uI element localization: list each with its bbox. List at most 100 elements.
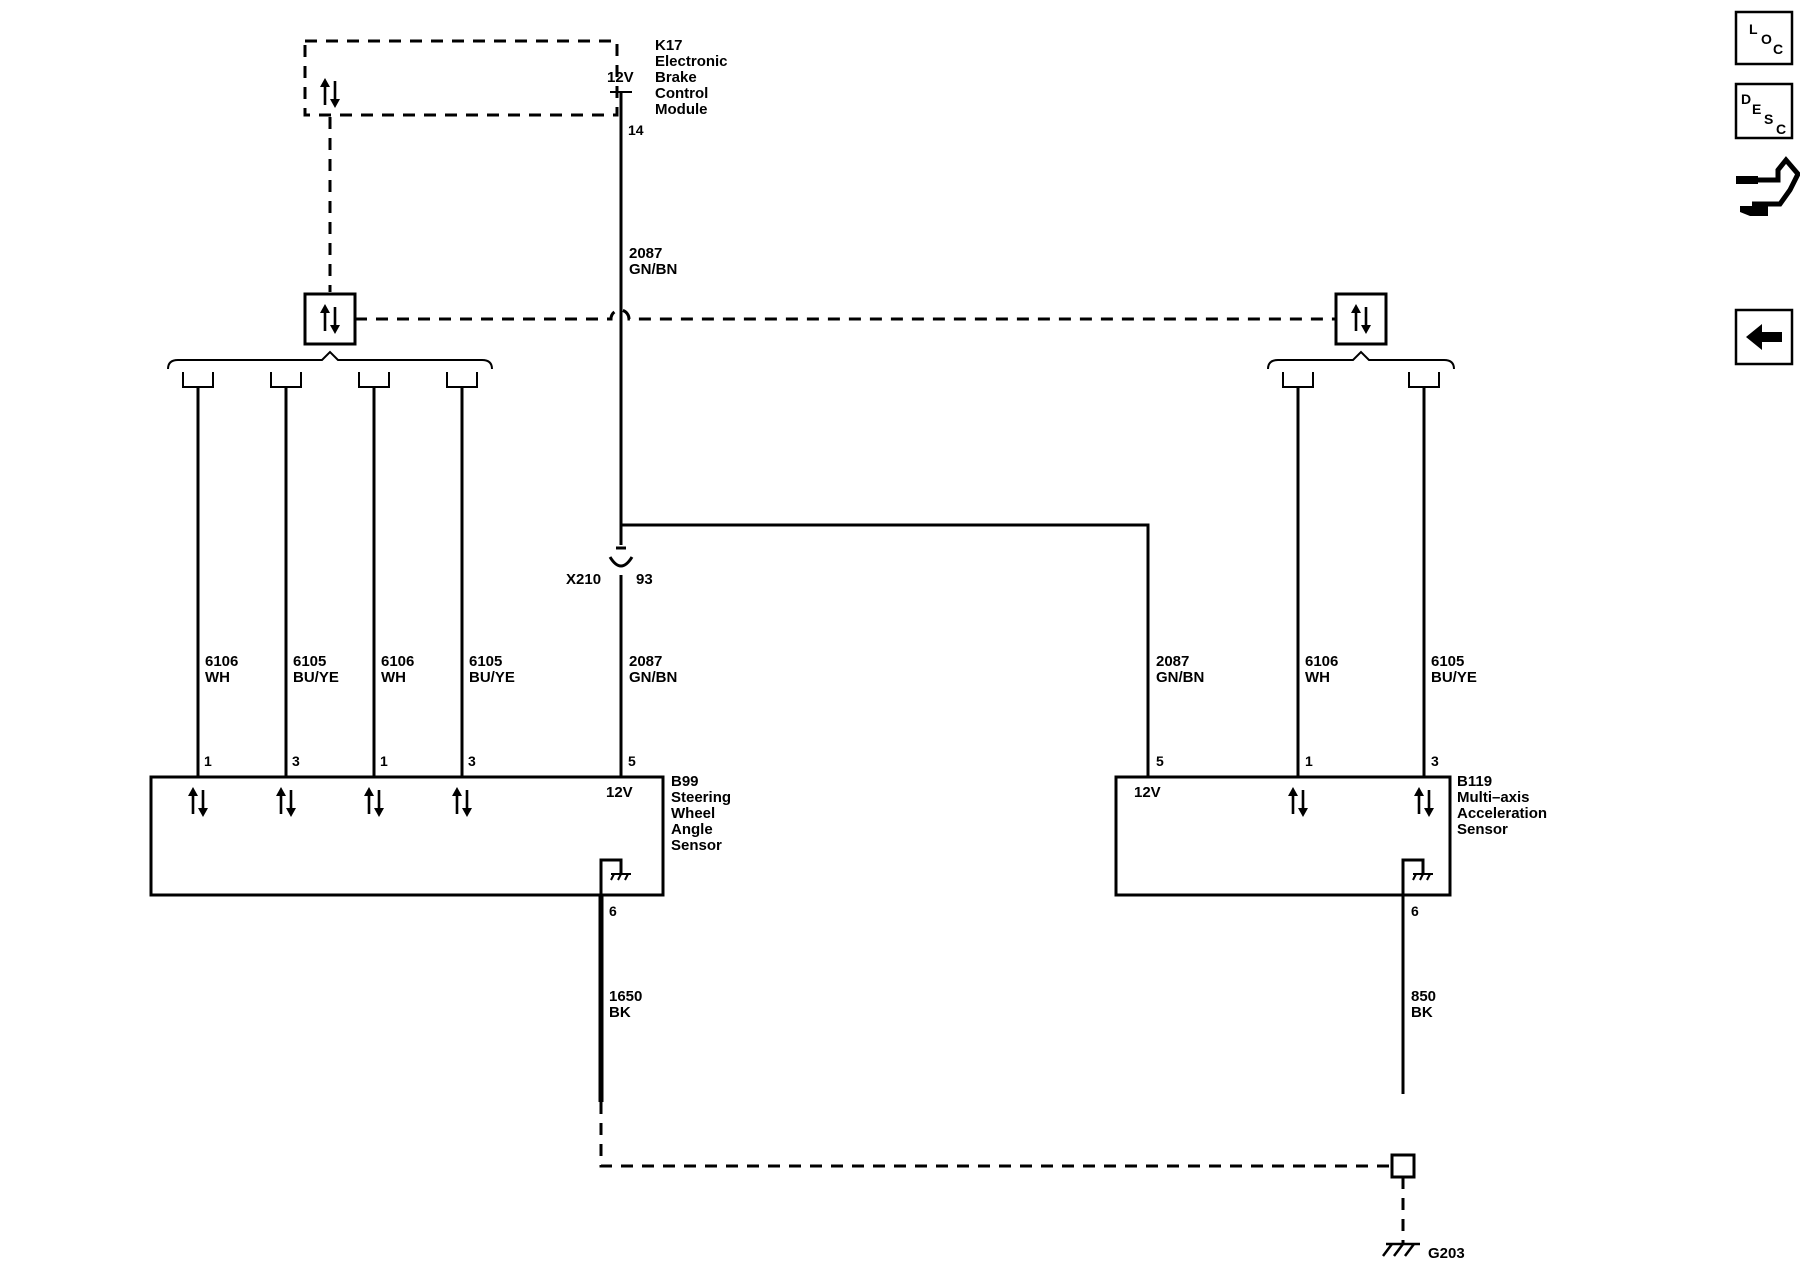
back-arrow-icon — [1746, 324, 1782, 350]
b99-name-line-1: Steering — [671, 789, 731, 806]
wire-label-b99-1-color: WH — [205, 669, 230, 686]
loc-button[interactable]: L O C — [1734, 10, 1794, 66]
serial-brace-left — [167, 350, 493, 370]
wires — [196, 92, 1426, 1244]
k17-supply-label: 12V — [607, 69, 634, 86]
serial-brace-right — [1267, 350, 1455, 370]
wire-label-b99-4-circuit: 6105 — [469, 653, 502, 670]
b99-module-outline — [149, 775, 665, 897]
b99-pin-5: 5 — [628, 753, 636, 769]
desc-letter-2: E — [1752, 101, 1761, 117]
k17-name-line-1: Electronic — [655, 53, 728, 70]
b119-name-line-3: Sensor — [1457, 821, 1508, 838]
connector-socket-icon — [1740, 206, 1768, 216]
connector-x210: X210 93 — [566, 546, 653, 588]
module-b119[interactable]: 5 1 3 6 12V B119 Multi–axis Acceleration… — [1114, 753, 1547, 919]
b119-pin-5: 5 — [1156, 753, 1164, 769]
wire-label-b99-5-circuit: 2087 — [629, 653, 662, 670]
wire-label-b99-2-circuit: 6105 — [293, 653, 326, 670]
b119-name-line-1: Multi–axis — [1457, 789, 1530, 806]
b119-pin-3: 3 — [1431, 753, 1439, 769]
desc-button[interactable]: D E S C — [1734, 82, 1794, 140]
connector-wrench-icon — [1738, 156, 1800, 207]
b99-supply-label: 12V — [606, 784, 633, 801]
wire-label-b119-gnd-circuit: 850 — [1411, 988, 1436, 1005]
wire-label-b119-gnd-color: BK — [1411, 1004, 1433, 1021]
wire-label-b119-5-color: GN/BN — [1156, 669, 1204, 686]
desc-button-frame — [1734, 82, 1794, 140]
wire-labels: 2087 GN/BN 6106 WH 6105 BU/YE 6106 WH 61… — [205, 245, 1477, 1021]
x210-pin: 93 — [636, 571, 653, 588]
cup-4 — [446, 372, 478, 388]
g203-id: G203 — [1428, 1245, 1465, 1262]
k17-name-line-4: Module — [655, 101, 708, 118]
b119-name-line-2: Acceleration — [1457, 805, 1547, 822]
wire-label-b99-gnd-color: BK — [609, 1004, 631, 1021]
wire-label-b119-5-circuit: 2087 — [1156, 653, 1189, 670]
k17-name-line-2: Brake — [655, 69, 697, 86]
x210-id: X210 — [566, 571, 601, 588]
loc-letter-1: L — [1749, 21, 1758, 37]
loc-letter-3: C — [1773, 41, 1783, 57]
b99-pin-3b: 3 — [468, 753, 476, 769]
serial-data-splice-right — [1334, 292, 1388, 346]
b119-id: B119 — [1457, 773, 1492, 790]
wire-2087-branch — [619, 523, 1150, 777]
serial-data-splice-left — [303, 292, 357, 346]
b99-id: B99 — [671, 773, 699, 790]
cup-6 — [1408, 372, 1440, 388]
wire-label-b99-4-color: BU/YE — [469, 669, 515, 686]
b99-ground-lead — [599, 858, 623, 895]
wire-label-b99-3-color: WH — [381, 669, 406, 686]
b119-module-outline — [1114, 775, 1452, 897]
loc-button-frame — [1734, 10, 1794, 66]
wire-label-b119-1-circuit: 6106 — [1305, 653, 1338, 670]
wire-label-b99-1-circuit: 6106 — [205, 653, 238, 670]
g203-ground-hatch-3 — [1404, 1243, 1415, 1257]
ground-g203: G203 — [1382, 1153, 1465, 1262]
b119-pin-6: 6 — [1411, 903, 1419, 919]
b99-pin-1b: 1 — [380, 753, 388, 769]
serial-data-dashed-horizontal — [355, 308, 1335, 321]
wire-label-b99-5-color: GN/BN — [629, 669, 677, 686]
g203-ground-hatch-2 — [1393, 1243, 1404, 1257]
desc-letter-3: S — [1764, 111, 1773, 127]
back-button[interactable] — [1734, 308, 1794, 366]
wire-label-b99-2-color: BU/YE — [293, 669, 339, 686]
b119-pin-1: 1 — [1305, 753, 1313, 769]
loc-letter-2: O — [1761, 31, 1772, 47]
desc-letter-4: C — [1776, 121, 1786, 137]
b119-supply-label: 12V — [1134, 784, 1161, 801]
b99-name-line-2: Wheel — [671, 805, 715, 822]
b99-pin-3a: 3 — [292, 753, 300, 769]
cup-5 — [1282, 372, 1314, 388]
g203-ground-hatch-1 — [1382, 1243, 1393, 1257]
k17-name-line-3: Control — [655, 85, 708, 102]
connector-tool-button[interactable] — [1736, 156, 1800, 216]
wire-label-b99-gnd-circuit: 1650 — [609, 988, 642, 1005]
b99-pin-1a: 1 — [204, 753, 212, 769]
cup-1 — [182, 372, 214, 388]
k17-id: K17 — [655, 37, 683, 54]
k17-pin-14: 14 — [628, 122, 644, 138]
connector-plug-icon — [1736, 176, 1758, 184]
desc-letter-1: D — [1741, 91, 1751, 107]
b99-name-line-3: Angle — [671, 821, 713, 838]
b119-ground-lead — [1401, 858, 1425, 895]
cup-2 — [270, 372, 302, 388]
wire-label-b99-3-circuit: 6106 — [381, 653, 414, 670]
ground-splice-box — [1390, 1153, 1416, 1179]
b99-name-line-4: Sensor — [671, 837, 722, 854]
wire-label-b119-3-circuit: 6105 — [1431, 653, 1464, 670]
wire-label-b119-1-color: WH — [1305, 669, 1330, 686]
wire-label-b119-3-color: BU/YE — [1431, 669, 1477, 686]
cup-3 — [358, 372, 390, 388]
serial-data-network — [167, 117, 1455, 388]
b99-pin-6: 6 — [609, 903, 617, 919]
ground-dashed-link — [599, 1102, 1392, 1168]
wire-label-k17-circuit: 2087 — [629, 245, 662, 262]
x210-connector-symbol — [608, 556, 634, 568]
module-b99[interactable]: 1 3 1 3 5 6 12V B99 Steering Wheel Angle… — [149, 753, 731, 919]
module-k17[interactable]: K17 Electronic Brake Control Module 12V … — [303, 37, 728, 138]
